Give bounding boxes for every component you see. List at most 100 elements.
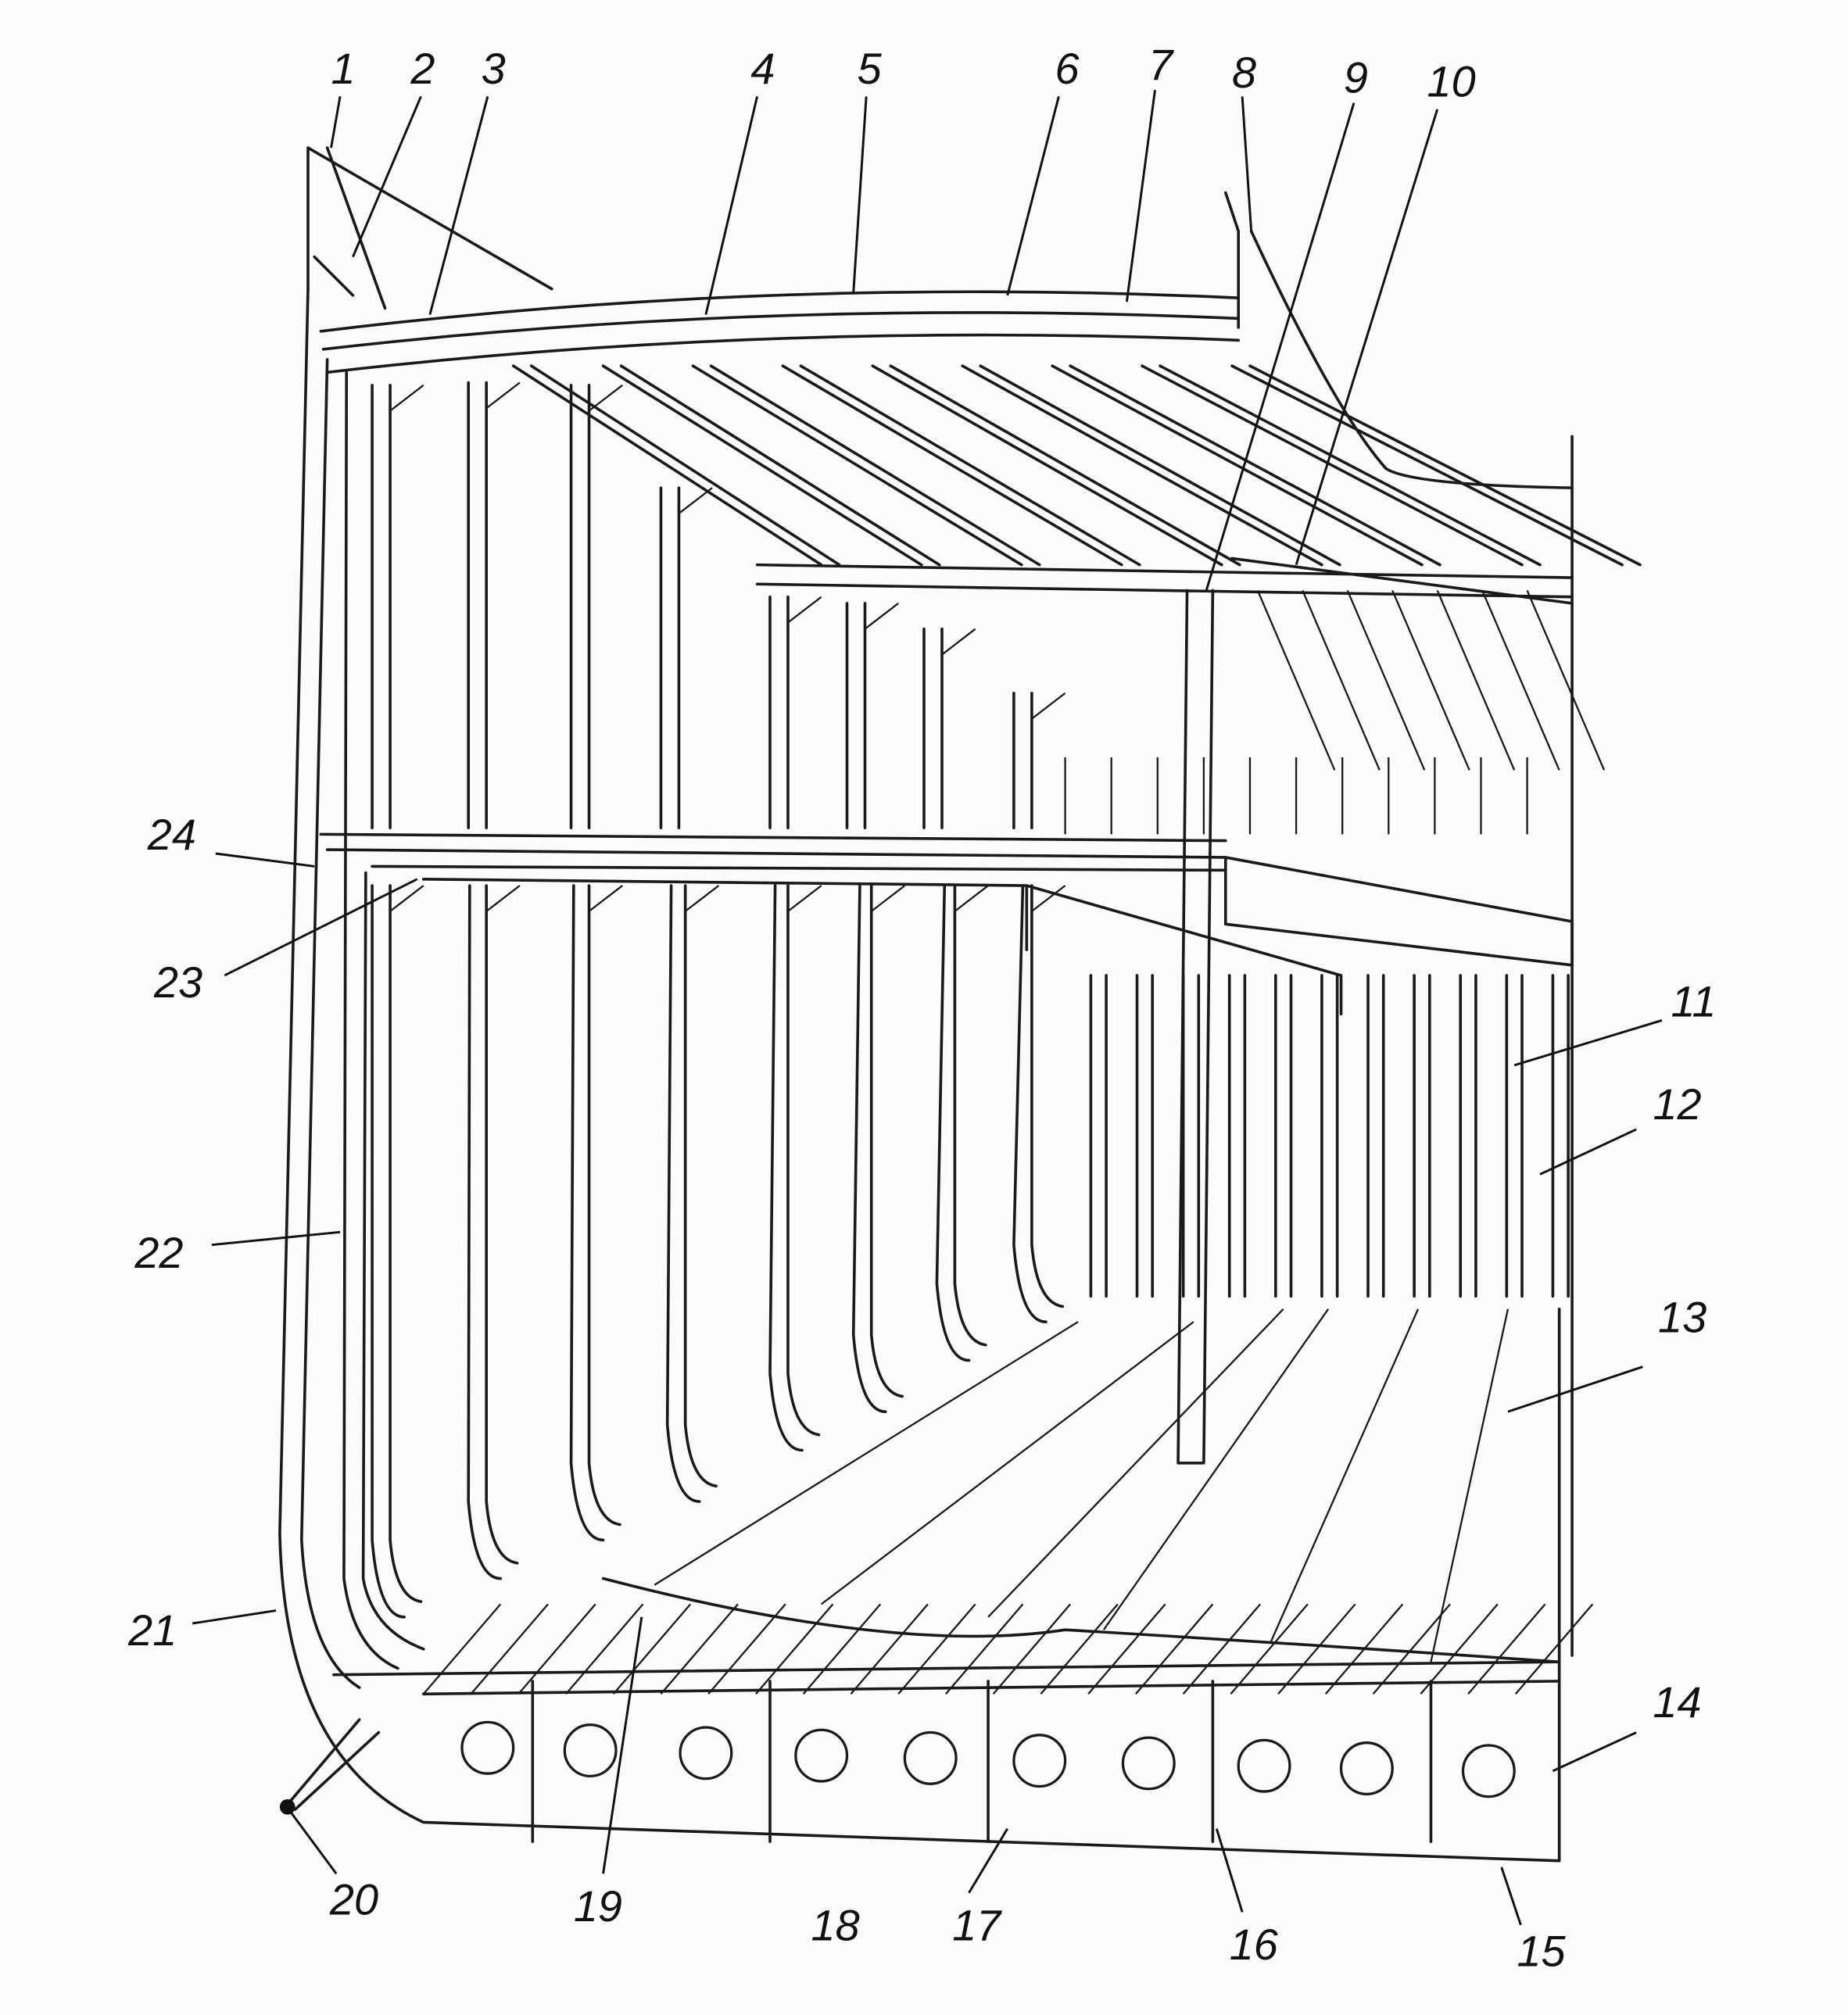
hatch-beam bbox=[1391, 590, 1470, 771]
side-frame bbox=[467, 884, 519, 1580]
label-4: 4 bbox=[750, 44, 775, 93]
leader-line bbox=[1552, 1731, 1637, 1773]
label-18: 18 bbox=[811, 1900, 860, 1949]
inner-bottom-edge bbox=[601, 1577, 1561, 1664]
label-3: 3 bbox=[482, 44, 506, 93]
bottom-longitudinal bbox=[660, 1603, 739, 1695]
bottom-longitudinal bbox=[850, 1603, 929, 1695]
bottom-longitudinal bbox=[1372, 1603, 1451, 1695]
lightening-hole bbox=[1012, 1734, 1067, 1788]
label-23: 23 bbox=[153, 957, 202, 1007]
hull-structure bbox=[278, 146, 1642, 1863]
bottom-longitudinal bbox=[1182, 1603, 1261, 1695]
label-19: 19 bbox=[574, 1881, 622, 1931]
label-13: 13 bbox=[1658, 1292, 1707, 1341]
lightening-hole bbox=[1339, 1741, 1394, 1795]
frame-bracket bbox=[389, 384, 424, 412]
lightening-hole bbox=[1237, 1738, 1291, 1793]
hatch-side-girder bbox=[755, 557, 1574, 605]
frame-bracket bbox=[588, 885, 623, 912]
label-12: 12 bbox=[1653, 1079, 1701, 1129]
leader-line bbox=[1295, 109, 1439, 566]
frame-bracket bbox=[1031, 692, 1066, 720]
bottom-longitudinal bbox=[1135, 1603, 1214, 1695]
bottom-longitudinal bbox=[1040, 1603, 1119, 1695]
double-bottom-floors bbox=[422, 1603, 1594, 1843]
hatch-beam bbox=[1481, 590, 1560, 771]
callout-labels: 1 2 3 4 5 6 7 8 9 10 11 12 13 14 15 16 1… bbox=[127, 40, 1716, 1975]
lightening-hole bbox=[903, 1730, 958, 1785]
label-14: 14 bbox=[1653, 1677, 1701, 1727]
label-2: 2 bbox=[410, 44, 435, 93]
side-frame bbox=[665, 884, 718, 1503]
bottom-longitudinal bbox=[1420, 1603, 1499, 1695]
leader-line bbox=[1215, 1828, 1244, 1913]
label-6: 6 bbox=[1055, 44, 1080, 93]
tween-deck-frame bbox=[768, 595, 790, 829]
label-5: 5 bbox=[858, 44, 883, 93]
tween-deck-beam bbox=[421, 878, 1343, 1016]
bottom-longitudinal bbox=[612, 1603, 692, 1695]
hatch-beam bbox=[1302, 590, 1381, 771]
bottom-longitudinal bbox=[1277, 1603, 1356, 1695]
deck-beam bbox=[1141, 364, 1542, 567]
hold-frame bbox=[1320, 974, 1339, 1298]
lightening-hole bbox=[1461, 1744, 1516, 1798]
inner-shell-line bbox=[299, 358, 361, 1689]
leader-line bbox=[1125, 90, 1156, 302]
bottom-longitudinal bbox=[565, 1603, 644, 1695]
hold-frame bbox=[1366, 974, 1385, 1298]
bilge-frame bbox=[342, 370, 425, 1670]
label-22: 22 bbox=[134, 1228, 183, 1277]
upper-deck-plating bbox=[319, 290, 1241, 374]
lightening-hole bbox=[794, 1728, 849, 1783]
leader-line bbox=[1539, 1128, 1637, 1176]
side-frame bbox=[851, 884, 904, 1413]
hold-frame bbox=[1181, 974, 1201, 1298]
leader-line bbox=[192, 1609, 277, 1625]
leader-line bbox=[211, 1230, 341, 1247]
bottom-longitudinal bbox=[802, 1603, 882, 1695]
lightening-hole bbox=[563, 1723, 618, 1777]
bottom-longitudinal bbox=[1324, 1603, 1404, 1695]
side-frame bbox=[768, 884, 821, 1452]
side-frames bbox=[371, 381, 1570, 1619]
hold-frame bbox=[1135, 974, 1155, 1298]
tween-deck-frame bbox=[922, 627, 944, 829]
leader-line bbox=[1500, 1866, 1522, 1926]
tween-deck-frame bbox=[569, 383, 591, 829]
hold-frame bbox=[1413, 974, 1431, 1298]
leader-line bbox=[215, 852, 315, 868]
bottom-longitudinal bbox=[1514, 1603, 1594, 1695]
frame-bracket bbox=[864, 602, 899, 630]
leader-line bbox=[1006, 96, 1060, 296]
label-17: 17 bbox=[952, 1900, 1002, 1949]
tween-deck-frame bbox=[371, 383, 392, 829]
label-21: 21 bbox=[127, 1605, 177, 1655]
deck-beam bbox=[1051, 364, 1442, 567]
hatch-beam bbox=[1256, 590, 1336, 771]
label-1: 1 bbox=[331, 44, 356, 93]
leader-line bbox=[352, 95, 422, 258]
frame-bracket bbox=[485, 885, 521, 912]
lightening-hole bbox=[1121, 1736, 1176, 1791]
hold-frame bbox=[1551, 974, 1570, 1298]
bulwark-stay bbox=[306, 146, 553, 310]
hold-frame bbox=[1227, 974, 1247, 1298]
label-24: 24 bbox=[147, 810, 196, 859]
bottom-longitudinal bbox=[992, 1603, 1072, 1695]
label-10: 10 bbox=[1427, 56, 1476, 106]
side-frame bbox=[371, 884, 423, 1619]
label-16: 16 bbox=[1230, 1920, 1279, 1969]
inner-bottom-plating bbox=[332, 1660, 1561, 1696]
deck-beams bbox=[511, 364, 1642, 771]
side-frame bbox=[569, 884, 621, 1542]
deck-beam bbox=[1230, 364, 1642, 567]
bottom-longitudinal bbox=[518, 1603, 596, 1695]
label-20: 20 bbox=[329, 1875, 378, 1924]
side-frame bbox=[1012, 884, 1065, 1324]
bottom-longitudinal bbox=[1467, 1603, 1546, 1695]
frame-bracket bbox=[954, 885, 989, 912]
tween-deck bbox=[319, 832, 1574, 967]
